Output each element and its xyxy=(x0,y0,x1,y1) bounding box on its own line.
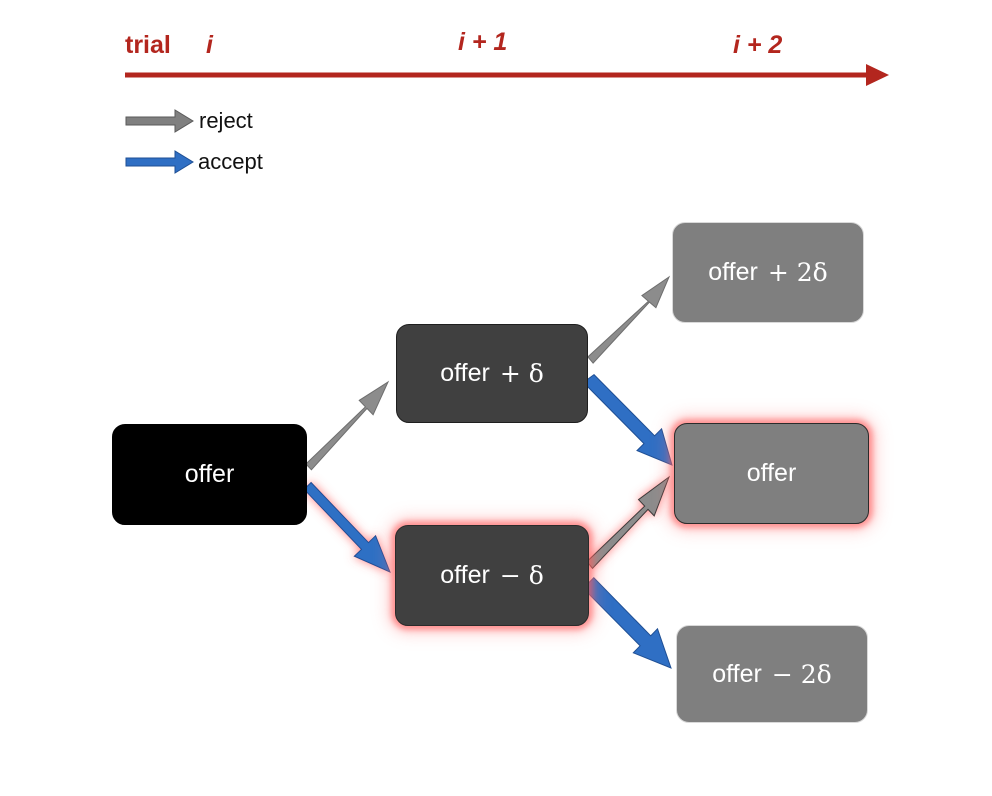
node-offer-minus-delta-label: offer xyxy=(440,561,490,589)
legend-accept-label: accept xyxy=(198,149,263,174)
arrow-plus-to-plus2-reject xyxy=(587,275,671,364)
node-offer-plus-2delta: offer + 2δ xyxy=(672,222,864,323)
node-offer-plus-2delta-term: + 2δ xyxy=(767,258,828,287)
node-offer-plus-delta-label: offer xyxy=(440,359,490,387)
node-offer-plus-2delta-label: offer xyxy=(708,258,758,286)
node-offer-minus-2delta: offer − 2δ xyxy=(676,625,868,723)
trial-label: trial xyxy=(125,31,171,59)
timeline-arrow xyxy=(125,64,889,86)
node-offer-center: offer xyxy=(674,423,869,524)
node-offer-minus-2delta-term: − 2δ xyxy=(771,659,832,689)
node-offer-minus-delta-term: − δ xyxy=(499,561,544,590)
trial-i-label: i xyxy=(206,31,213,59)
node-offer-plus-delta-term: + δ xyxy=(499,359,544,388)
trial-i-plus-1-label: i + 1 xyxy=(458,28,508,56)
node-offer-center-label: offer xyxy=(746,459,797,487)
arrow-root-to-minus-accept xyxy=(303,481,391,573)
arrow-minus-to-minus2-accept xyxy=(582,576,672,669)
arrow-plus-to-center-accept xyxy=(582,373,673,466)
node-offer-root: offer xyxy=(112,424,307,525)
arrow-minus-to-center-reject xyxy=(586,475,671,570)
node-offer-plus-delta: offer + δ xyxy=(396,324,588,423)
legend-reject-label: reject xyxy=(199,108,253,133)
legend-reject-arrow xyxy=(125,109,194,133)
arrow-root-to-plus-reject xyxy=(305,380,390,471)
trial-i-plus-2-label: i + 2 xyxy=(733,31,783,59)
node-offer-root-label: offer xyxy=(184,460,235,488)
legend-accept-arrow xyxy=(125,150,194,174)
node-offer-minus-delta: offer − δ xyxy=(395,525,589,626)
node-offer-minus-2delta-label: offer xyxy=(712,659,762,688)
